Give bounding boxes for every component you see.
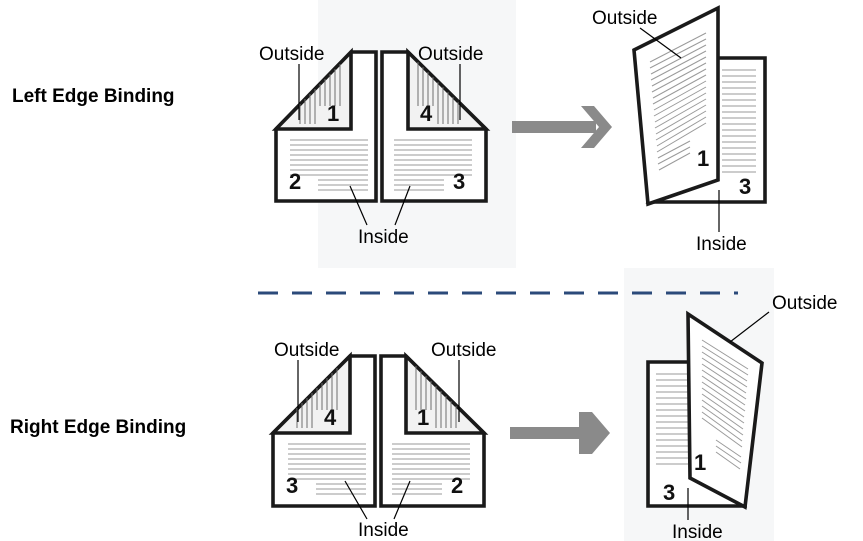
leader-line [394,185,411,226]
page-number-top-left: 1 [327,101,339,126]
page-number-top-left: 4 [324,405,337,430]
section-title-left-edge-binding: Left Edge Binding [12,86,175,107]
text-lines [722,69,756,173]
booklet-outside-label: Outside [592,8,657,29]
leader-line [344,480,368,520]
section-title-right-edge-binding: Right Edge Binding [10,417,187,438]
booklet-back-page-number: 3 [663,480,675,505]
folded-booklet-left-edge: 1 3 Outside Inside [592,5,767,255]
page-number-bottom-right: 2 [451,473,463,498]
leader-line [729,311,770,343]
page-number-bottom-left: 2 [289,169,301,194]
outside-label-left: Outside [259,44,324,65]
flat-sheet-right-edge: 4 1 3 2 Outside Outside Inside [268,340,496,541]
text-lines [656,373,688,465]
inside-label: Inside [358,520,409,541]
flat-sheet-left-edge: 1 4 2 3 Outside Outside Inside [259,44,491,248]
booklet-front-page-number: 1 [694,450,706,475]
booklet-inside-label: Inside [696,234,747,255]
text-lines [701,339,749,470]
page-number-top-right: 4 [420,101,433,126]
right-arrow-icon [510,412,610,454]
booklet-front-page [632,5,720,207]
flap-text-lines [299,62,459,124]
outside-label-right: Outside [418,44,483,65]
text-lines [290,139,472,191]
outside-label-right: Outside [431,340,496,361]
booklet-outside-label: Outside [772,293,837,314]
outside-label-left: Outside [274,340,339,361]
leader-line [393,480,411,520]
booklet-inside-label: Inside [672,522,723,541]
text-lines [288,443,470,495]
folded-booklet-right-edge: 1 3 Outside Inside [646,293,837,541]
fold-flap-right [406,47,491,131]
right-arrow-icon [512,106,612,148]
fold-flap-left [271,47,353,131]
leader-line [349,185,368,226]
booklet-front-page [686,310,764,510]
page-number-top-right: 1 [417,405,429,430]
fold-flap-right [404,351,489,435]
booklet-back-page-number: 3 [739,174,751,199]
text-lines [649,32,707,171]
booklet-front-page-number: 1 [697,146,709,171]
page-number-bottom-left: 3 [286,473,298,498]
leader-line [639,27,682,59]
inside-label: Inside [358,227,409,248]
page-number-bottom-right: 3 [453,169,465,194]
flap-text-lines [296,366,457,428]
